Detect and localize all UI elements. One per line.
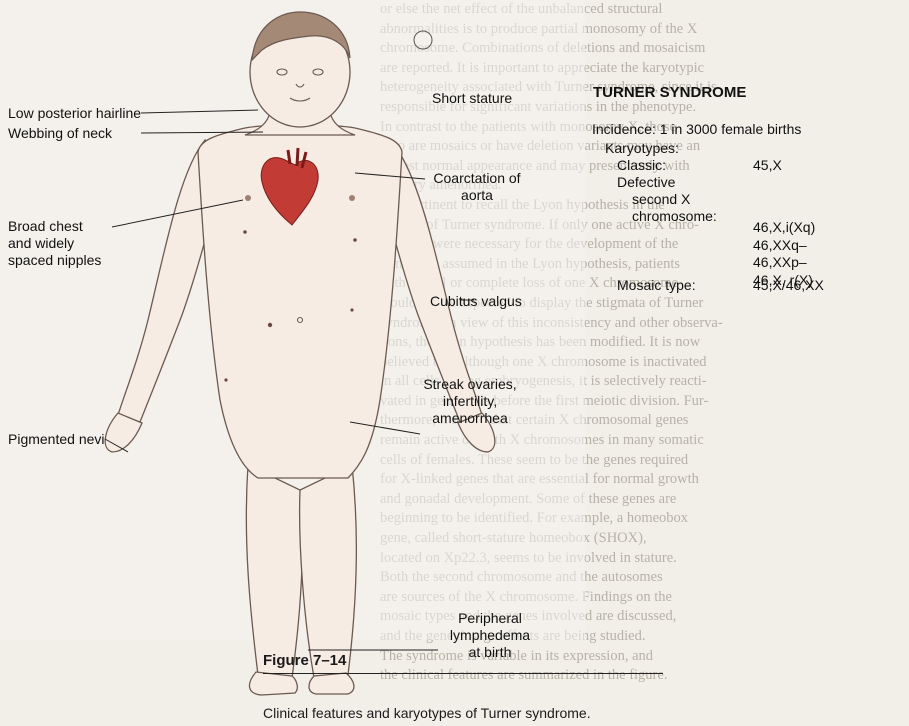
label-webbing-of-neck: Webbing of neck xyxy=(8,125,112,142)
panel-mosaic-label: Mosaic type: xyxy=(617,277,696,294)
label-peripheral-lymphedema: Peripheral lymphedema at birth xyxy=(440,610,540,661)
figure-caption: Clinical features and karyotypes of Turn… xyxy=(263,705,591,721)
panel-karyotypes-heading: Karyotypes: xyxy=(605,140,905,157)
panel-title: TURNER SYNDROME xyxy=(593,84,905,101)
panel-classic-label: Classic: xyxy=(617,157,666,174)
panel-classic-value: 45,X xyxy=(753,157,782,174)
label-cubitus-valgus: Cubitus valgus xyxy=(430,293,522,310)
nipple-left xyxy=(245,195,251,201)
label-pigmented-nevi: Pigmented nevi xyxy=(8,431,105,448)
panel-mosaic-value: 45,X/46,XX xyxy=(753,277,824,294)
panel-defective: Defective second X chromosome: xyxy=(575,174,905,225)
label-short-stature: Short stature xyxy=(432,90,512,107)
karyotype-panel: TURNER SYNDROME Incidence: 1 in 3000 fem… xyxy=(575,84,905,294)
nipple-right xyxy=(349,195,355,201)
label-low-posterior-hairline: Low posterior hairline xyxy=(8,105,141,122)
label-streak-ovaries: Streak ovaries, infertility, amenorrhea xyxy=(415,376,525,427)
caption-rule xyxy=(263,673,663,674)
label-coarctation-of-aorta: Coarctation of aorta xyxy=(432,170,522,204)
label-broad-chest: Broad chest and widely spaced nipples xyxy=(8,218,101,269)
panel-incidence: Incidence: 1 in 3000 female births xyxy=(592,121,905,138)
figure-number: Figure 7–14 xyxy=(263,652,346,669)
